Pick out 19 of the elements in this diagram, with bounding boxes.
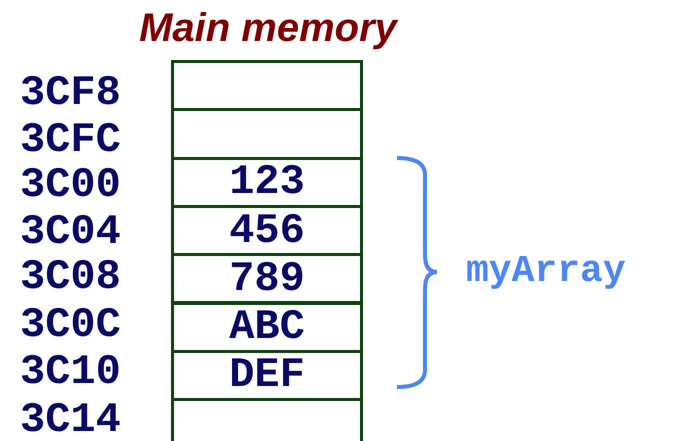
cell-value: 456	[229, 210, 305, 252]
empty-memory-cell	[171, 108, 363, 160]
array-name-label: myArray	[466, 253, 626, 291]
memory-address: 3C08	[20, 256, 121, 298]
cell-value: 789	[229, 258, 305, 300]
memory-address: 3C10	[20, 351, 121, 393]
cell-value: 123	[229, 161, 305, 204]
diagram-title: Main memory	[139, 8, 397, 48]
memory-cell	[171, 253, 363, 304]
cell-value: ABC	[229, 306, 305, 348]
memory-cell	[171, 302, 363, 353]
memory-address: 3C04	[20, 211, 121, 253]
memory-address: 3CFC	[20, 119, 121, 161]
memory-address: 3CF8	[20, 72, 121, 114]
cell-value: DEF	[229, 354, 305, 396]
empty-memory-cell	[171, 398, 363, 441]
memory-address: 3C0C	[20, 304, 121, 346]
memory-address: 3C14	[20, 399, 121, 441]
memory-address: 3C00	[20, 164, 121, 206]
